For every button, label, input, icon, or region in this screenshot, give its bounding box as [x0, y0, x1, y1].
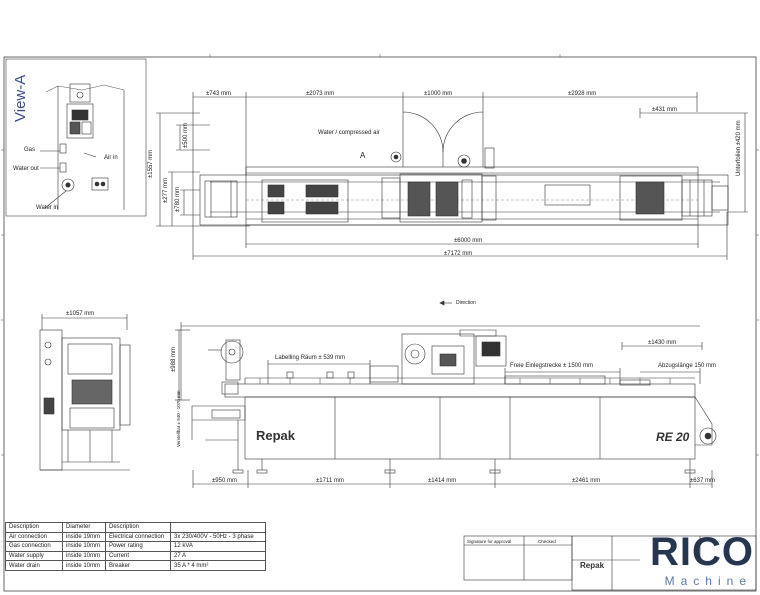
- dim-637: ±637 mm: [690, 478, 715, 484]
- dim-2461: ±2461 mm: [572, 478, 601, 484]
- dim-1414: ±1414 mm: [428, 478, 457, 484]
- dim-780: ±780 mm: [175, 187, 181, 212]
- dim-1557: ±1557 mm: [148, 149, 154, 178]
- water-air-label: Water / compressed air: [318, 130, 380, 136]
- dim-420: Unterfolien ±420 mm: [736, 120, 742, 176]
- verstell-label: Verstellbar ± 940 - 1070 mm: [176, 390, 181, 448]
- dim-1000: ±1000 mm: [424, 91, 453, 97]
- dim-1057: ±1057 mm: [66, 311, 95, 317]
- water-in-label: Water in: [36, 205, 59, 211]
- repak-logo: Repak: [256, 428, 296, 443]
- machine-watermark: Machine: [664, 574, 752, 588]
- dim-7172: ±7172 mm: [444, 251, 473, 257]
- dim-1430: ±1430 mm: [648, 340, 677, 346]
- dim-2928: ±2928 mm: [568, 91, 597, 97]
- table-row: Gas connection inside 10mm Power rating …: [5, 541, 266, 552]
- abzug-label: Abzugslänge 150 mm: [658, 363, 717, 369]
- dim-2073: ±2073 mm: [306, 91, 335, 97]
- dim-431: ±431 mm: [652, 107, 677, 113]
- table-row: Air connection inside 19mm Electrical co…: [5, 531, 266, 543]
- freie-label: Freie Einlegstrecke ± 1500 mm: [510, 363, 593, 369]
- dim-1711: ±1711 mm: [316, 478, 344, 484]
- spec-table: Description Diameter Description Air con…: [5, 522, 266, 571]
- air-in-label: Air in: [104, 155, 118, 161]
- signature-label: Signature for approval: [467, 539, 512, 544]
- dim-500: ±500 mm: [183, 123, 189, 148]
- direction-label: Direction: [456, 300, 476, 306]
- table-row: Water supply inside 10mm Current 27 A: [5, 550, 266, 562]
- table-row: Water drain inside 10mm Breaker 35 A * 4…: [5, 560, 266, 571]
- dim-950: ±950 mm: [212, 478, 237, 484]
- dim-988: ±988 mm: [171, 347, 177, 372]
- dim-277: ±277 mm: [163, 178, 169, 203]
- labelling-label: Labelling Räum ± 539 mm: [275, 355, 345, 361]
- checked-label: Checked: [538, 539, 556, 544]
- table-row: Description Diameter Description: [5, 522, 266, 533]
- model-label: RE 20: [656, 430, 690, 444]
- dim-743: ±743 mm: [206, 91, 231, 97]
- dim-6000: ±6000 mm: [454, 238, 483, 244]
- view-marker-a: A: [360, 151, 366, 160]
- rico-watermark: RICO: [650, 530, 754, 574]
- gas-label: Gas: [24, 147, 36, 153]
- title-block-brand: Repak: [580, 561, 605, 570]
- water-out-label: Water out: [13, 166, 39, 172]
- view-a-title: View-A: [12, 74, 29, 122]
